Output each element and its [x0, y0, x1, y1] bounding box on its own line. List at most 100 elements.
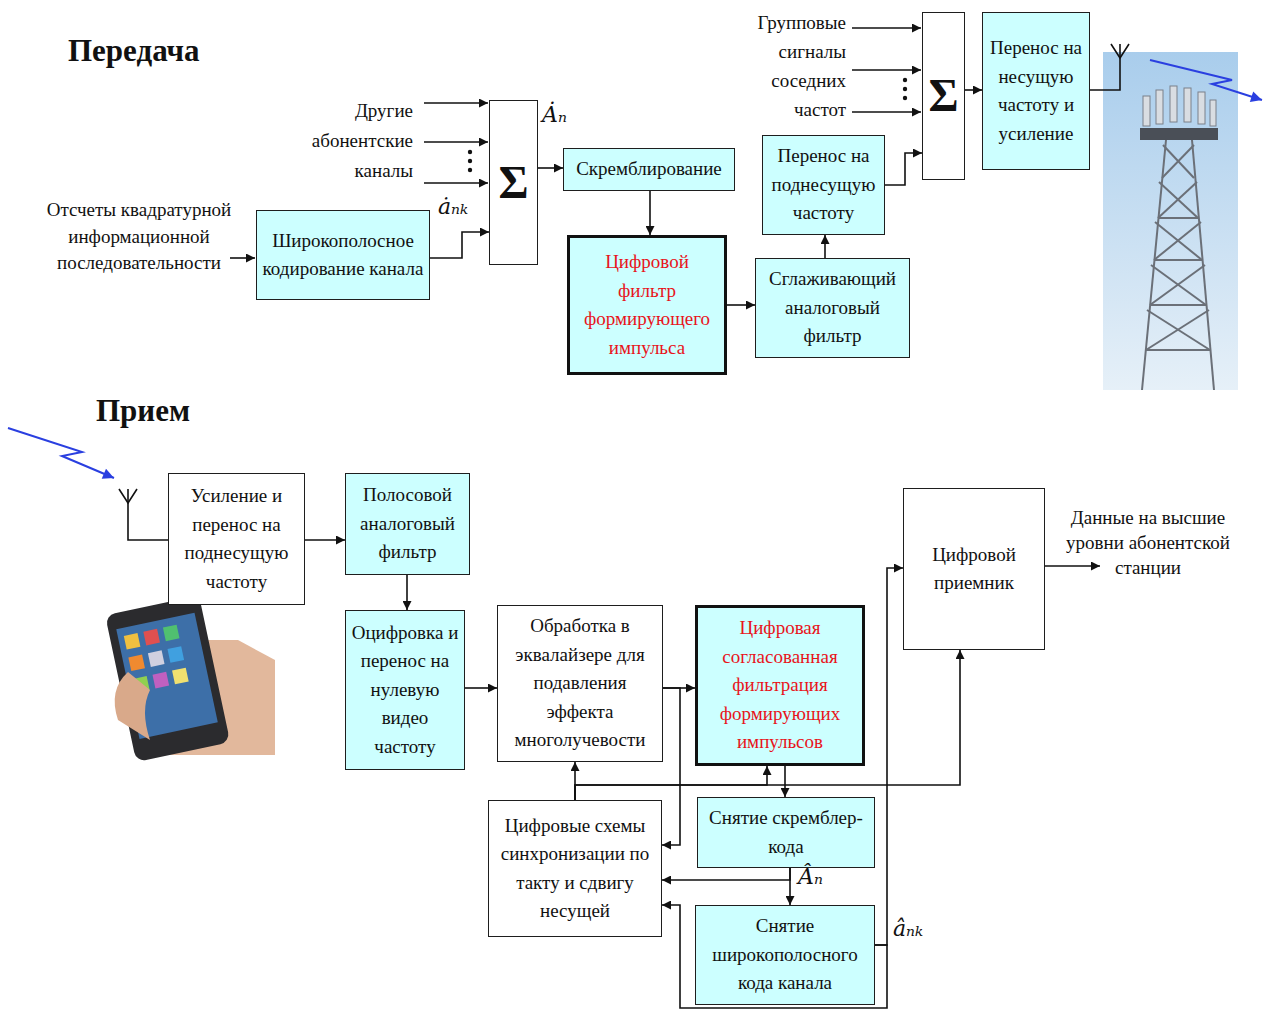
box-text: Сглаживающий аналоговый фильтр	[761, 265, 904, 351]
box-text: Усиление и перенос на поднесущую частоту	[174, 482, 299, 596]
connector-arrow	[885, 153, 922, 185]
section-heading: Прием	[96, 392, 226, 429]
input-arrow	[424, 141, 488, 143]
radio-wave-arrow	[1150, 60, 1262, 100]
connector-arrow	[824, 235, 826, 258]
filter-box: Цифровая согласованная фильтрация формир…	[695, 605, 865, 766]
text-group: Снятие скремблер-кода	[703, 804, 869, 861]
antenna-symbol	[127, 489, 129, 503]
input-arrow	[230, 257, 255, 259]
box-text: Широкополосное кодирование канала	[262, 227, 424, 284]
text-group: Сглаживающий аналоговый фильтр	[761, 265, 904, 351]
antenna-symbol	[1111, 44, 1129, 58]
thumb	[115, 672, 150, 740]
text-group: Усиление и перенос на поднесущую частоту	[174, 482, 299, 596]
ellipsis-dot	[903, 96, 907, 100]
ellipsis-dot	[468, 168, 472, 172]
text-group: Широкополосное кодирование канала	[262, 227, 424, 284]
connector-arrow	[430, 232, 489, 258]
coding-box: Широкополосное кодирование канала	[256, 210, 430, 300]
sum-block: Σ	[489, 100, 538, 265]
text-group: Перенос на несущую частоту и усиление	[988, 34, 1084, 148]
signal-name: ȧₙₖ	[438, 194, 486, 220]
antenna-feed	[1090, 58, 1120, 90]
output-arrow	[1045, 565, 1100, 567]
signal-name: Âₙ	[798, 864, 838, 890]
input-label: Другие абонентские каналы	[285, 96, 413, 186]
box-text: Обработка в эквалайзере для подавления э…	[503, 612, 657, 755]
box-text: Снятие широкополосного кода канала	[701, 912, 869, 998]
output-label: Данные на высшие уровни абонентской стан…	[1058, 505, 1238, 580]
tower-antennas	[1143, 86, 1216, 126]
tower-lattice	[1142, 140, 1214, 390]
input-label: Групповые сигналы соседних частот	[720, 8, 846, 124]
text-group: Снятие широкополосного кода канала	[701, 912, 869, 998]
text-group: Σ	[498, 160, 528, 206]
ellipsis-dot	[903, 78, 907, 82]
box-text: Оцифровка и перенос на нулевую видео час…	[351, 619, 459, 762]
connector-arrow	[965, 89, 982, 91]
process-box: Усиление и перенос на поднесущую частоту	[168, 473, 305, 605]
box-text: Цифровая согласованная фильтрация формир…	[703, 614, 857, 757]
radio-wave-arrow	[8, 428, 114, 478]
process-box: Перенос на несущую частоту и усиление	[982, 12, 1090, 170]
text-group: Цифровой фильтр формирующего импульса	[575, 248, 719, 362]
signal-name: Ȧₙ	[542, 102, 582, 128]
tower-platform	[1140, 128, 1218, 140]
process-box: Скремблирование	[563, 148, 735, 191]
connector-arrow	[575, 766, 767, 800]
phone	[105, 595, 230, 762]
ellipsis-dot	[468, 159, 472, 163]
text-group: Σ	[928, 73, 958, 119]
box-text: Снятие скремблер-кода	[703, 804, 869, 861]
text-group: Цифровой приемник	[909, 541, 1039, 598]
box-text: Полосовой аналоговый фильтр	[351, 481, 464, 567]
connector-arrow	[875, 568, 903, 945]
process-box: Оцифровка и перенос на нулевую видео час…	[345, 610, 465, 770]
section-heading: Передача	[68, 32, 238, 69]
process-box: Цифровые схемы синхронизации по такту и …	[488, 800, 662, 937]
tower-photo	[1103, 52, 1238, 390]
box-text: Скремблирование	[576, 155, 722, 184]
process-box: Обработка в эквалайзере для подавления э…	[497, 605, 663, 762]
box-text: Σ	[928, 73, 958, 119]
input-arrow	[852, 69, 921, 71]
antenna-symbol	[1119, 44, 1121, 58]
input-arrow	[424, 102, 488, 104]
filter-box: Полосовой аналоговый фильтр	[345, 473, 470, 575]
process-box: Снятие скремблер-кода	[697, 797, 875, 868]
text-group: Полосовой аналоговый фильтр	[351, 481, 464, 567]
text-group: Скремблирование	[576, 155, 722, 184]
input-arrow	[852, 27, 921, 29]
text-group: Цифровые схемы синхронизации по такту и …	[494, 812, 656, 926]
process-box: Цифровой приемник	[903, 488, 1045, 650]
process-box: Перенос на поднесущую частоту	[762, 135, 885, 235]
connector-arrow	[305, 539, 345, 541]
ellipsis-dot	[468, 150, 472, 154]
connector-arrow	[538, 167, 563, 169]
process-box: Снятие широкополосного кода канала	[695, 905, 875, 1005]
box-text: Цифровой фильтр формирующего импульса	[575, 248, 719, 362]
box-text: Σ	[498, 160, 528, 206]
text-group: Перенос на поднесущую частоту	[768, 142, 879, 228]
text-group: Оцифровка и перенос на нулевую видео час…	[351, 619, 459, 762]
connector-arrow	[662, 905, 887, 1008]
connector-arrow	[465, 687, 497, 689]
connector-arrow	[727, 304, 755, 306]
text-group: Цифровая согласованная фильтрация формир…	[703, 614, 857, 757]
signal-name: âₙₖ	[893, 916, 941, 942]
antenna-feed	[128, 503, 168, 540]
input-label: Отсчеты квадратурной информационной посл…	[44, 197, 234, 277]
box-text: Цифровые схемы синхронизации по такту и …	[494, 812, 656, 926]
box-text: Цифровой приемник	[909, 541, 1039, 598]
filter-box: Цифровой фильтр формирующего импульса	[567, 235, 727, 375]
connector-arrow	[662, 688, 680, 845]
ellipsis-dot	[903, 87, 907, 91]
box-text: Перенос на несущую частоту и усиление	[988, 34, 1084, 148]
connector-arrow	[784, 766, 786, 797]
box-text: Перенос на поднесущую частоту	[768, 142, 879, 228]
input-arrow	[852, 111, 921, 113]
input-arrow	[424, 182, 488, 184]
sum-block: Σ	[922, 12, 965, 180]
filter-box: Сглаживающий аналоговый фильтр	[755, 258, 910, 358]
